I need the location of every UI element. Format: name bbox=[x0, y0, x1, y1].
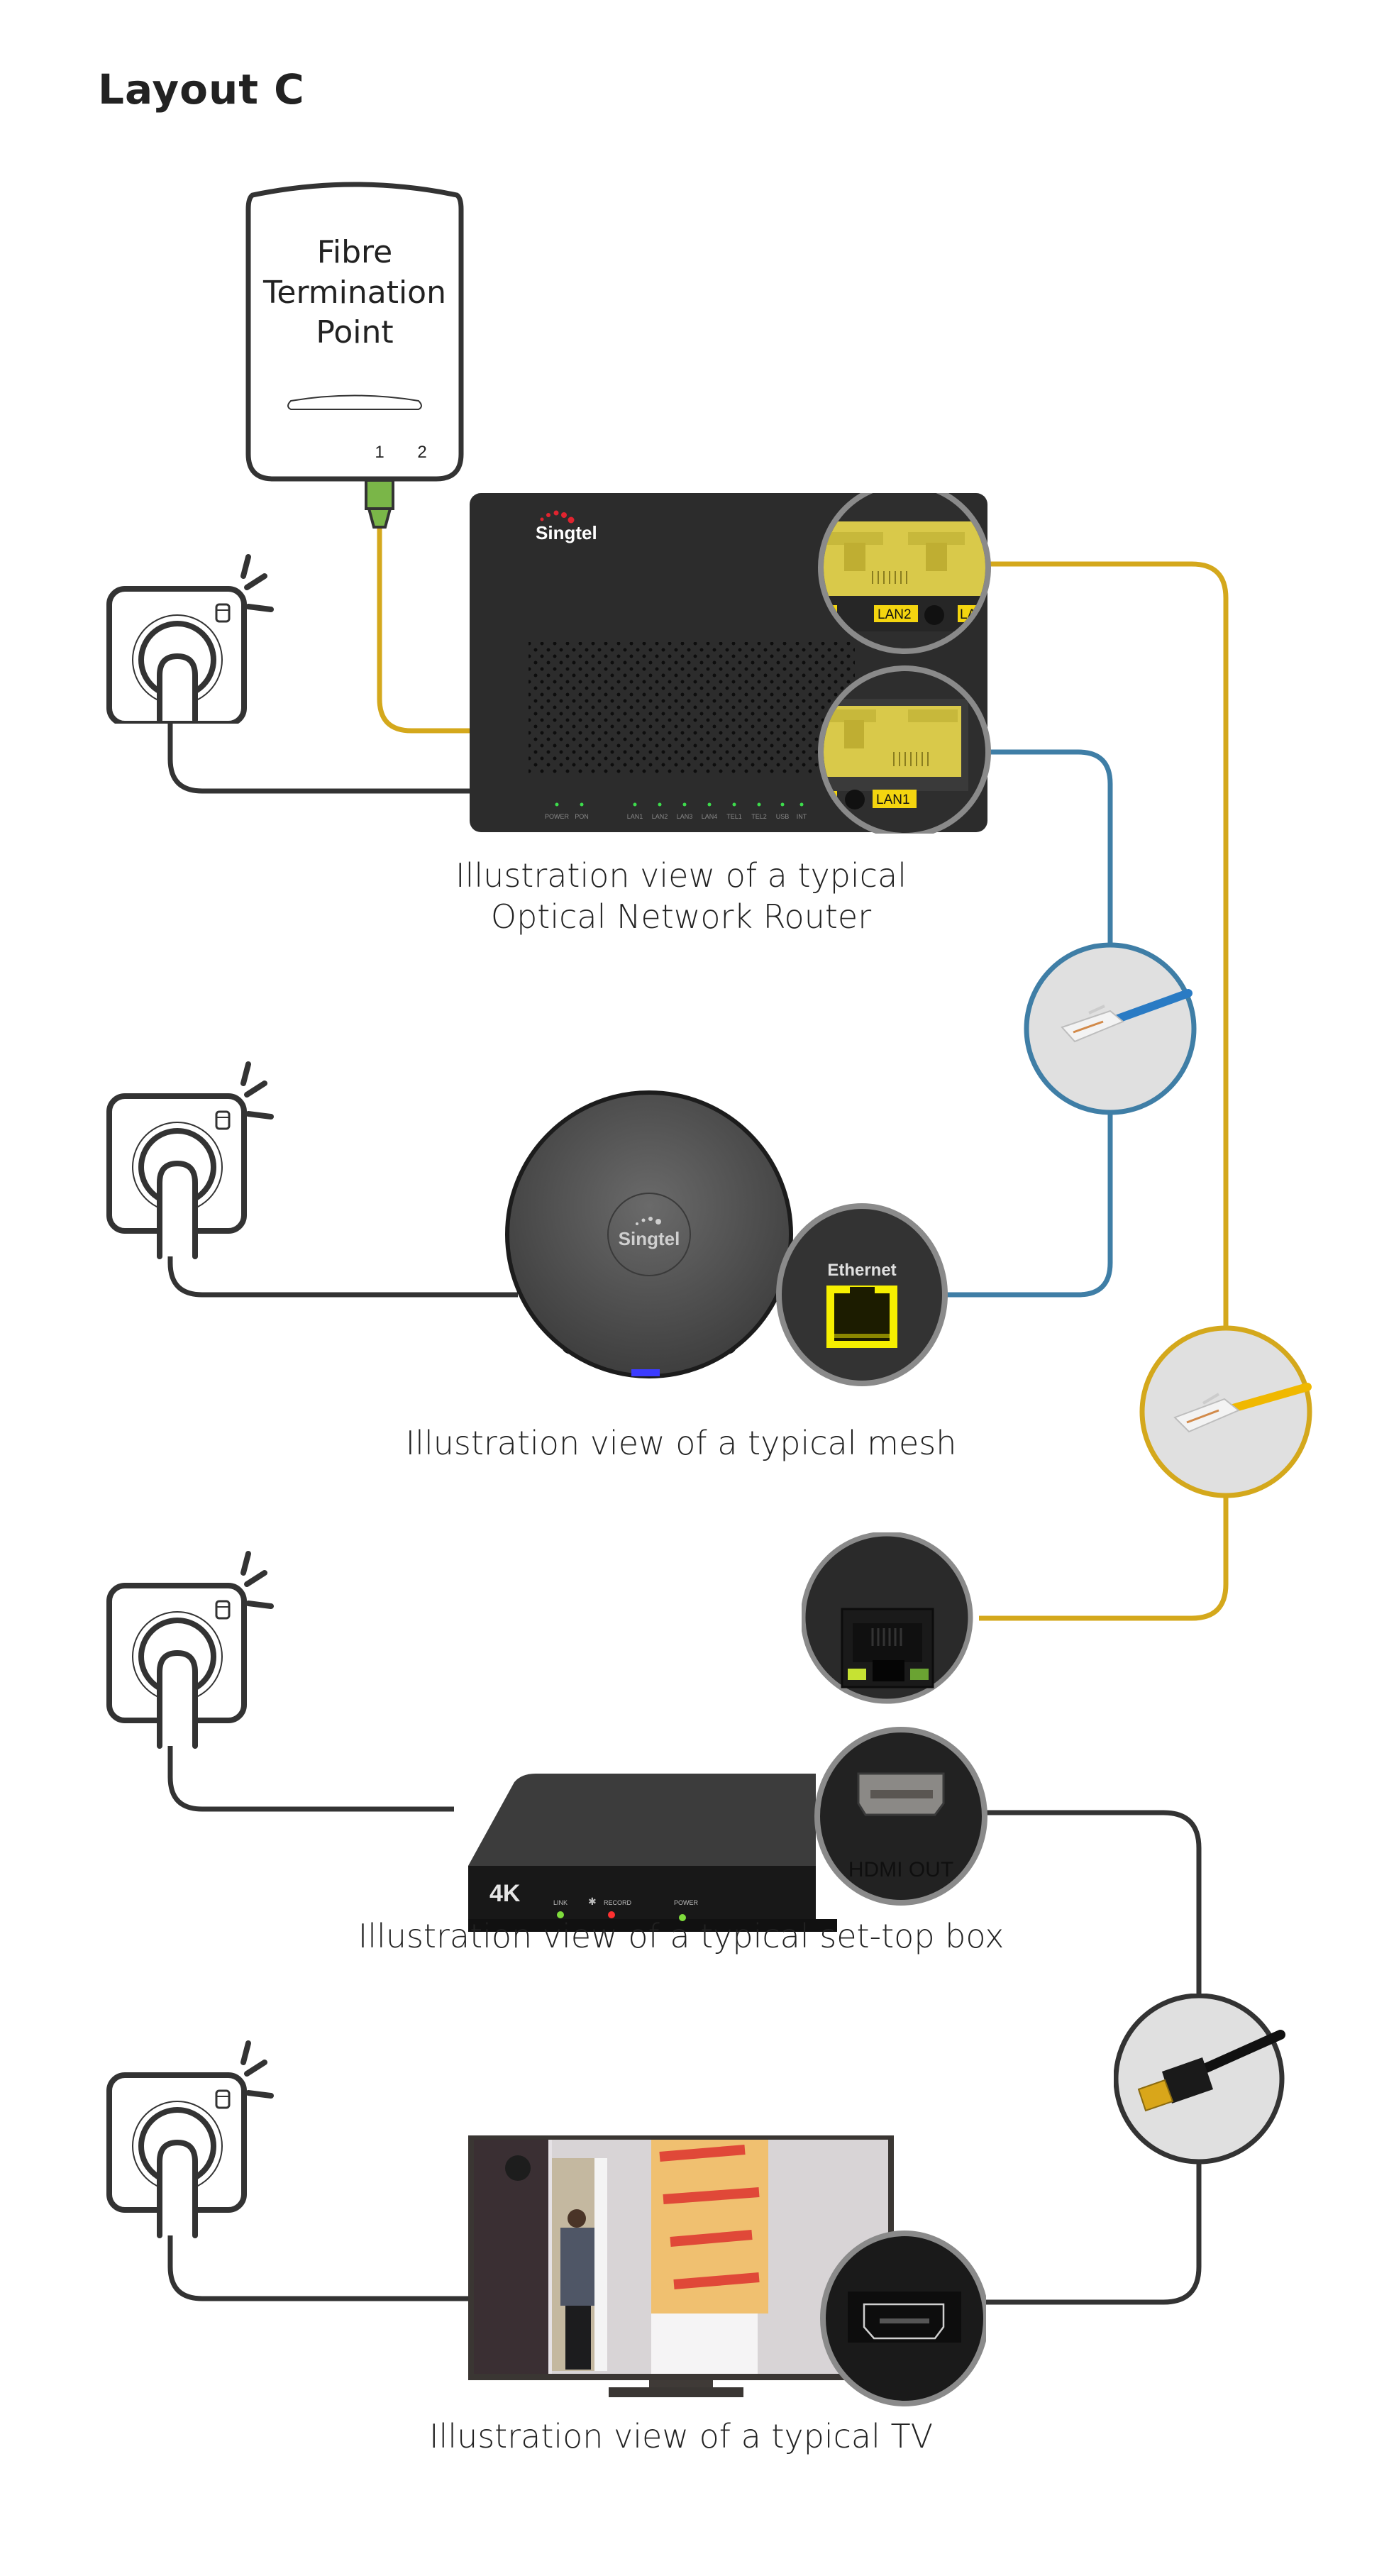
stb-4k-badge: 4K bbox=[489, 1880, 521, 1907]
router-caption-line2: Optical Network Router bbox=[490, 897, 872, 936]
router-led-label: LAN4 bbox=[702, 813, 718, 820]
page-title: Layout C bbox=[98, 65, 305, 114]
power-cable-mesh bbox=[167, 1256, 518, 1298]
ftp-label-line2: Termination bbox=[262, 275, 446, 311]
router-led-label: LAN1 bbox=[627, 813, 643, 820]
router-led-usb bbox=[780, 802, 785, 807]
ethernet-cable-yellow-icon bbox=[1139, 1325, 1312, 1498]
router-brand: Singtel bbox=[536, 522, 597, 543]
router-led-label: USB bbox=[776, 813, 790, 820]
stb-led-label-link: LINK bbox=[553, 1899, 568, 1906]
router-led-label: TEL1 bbox=[726, 813, 742, 820]
router-zoom-lan2: N3 LAN2 LA bbox=[818, 493, 991, 654]
power-socket-icon bbox=[106, 2040, 274, 2238]
singtel-logo-icon bbox=[636, 1217, 661, 1225]
router-led-panel: POWER PON LAN1 LAN2 LAN3 LAN4 TEL1 TEL2 USB INT bbox=[545, 802, 807, 820]
port-led-green-icon bbox=[910, 1669, 929, 1680]
mesh-port-label: Ethernet bbox=[827, 1261, 896, 1280]
stb-led-link bbox=[557, 1911, 564, 1918]
fibre-cable-ftp-router bbox=[377, 529, 472, 734]
set-top-box: 4K LINK ✱ RECORD POWER HDMI OUT bbox=[468, 1727, 987, 1932]
mesh-caption: Illustration view of a typical mesh bbox=[405, 1424, 957, 1462]
router-led-tel1 bbox=[732, 802, 736, 807]
hdmi-out-label: HDMI OUT bbox=[848, 1858, 953, 1881]
router-port-label-lan2: LAN2 bbox=[878, 607, 912, 622]
router-led-lan2 bbox=[658, 802, 662, 807]
ftp-slot bbox=[287, 394, 422, 410]
ftp-port-2: 2 bbox=[417, 443, 426, 462]
singtel-logo-icon bbox=[540, 510, 575, 524]
router-led-label: PON bbox=[575, 813, 589, 820]
stb-led-label-record: RECORD bbox=[604, 1899, 632, 1906]
router-port-label-lan1: LAN1 bbox=[876, 792, 910, 807]
router-led-label: POWER bbox=[545, 813, 570, 820]
router-led-lan1 bbox=[633, 802, 637, 807]
router-led-pon bbox=[580, 802, 584, 807]
power-socket-icon bbox=[106, 1551, 274, 1749]
router-led-tel2 bbox=[757, 802, 761, 807]
power-socket-icon bbox=[106, 1061, 274, 1259]
stb-zoom-hdmi-out: HDMI OUT bbox=[814, 1727, 987, 1906]
stb-caption: Illustration view of a typical set-top b… bbox=[358, 1917, 1005, 1955]
power-cable-stb bbox=[167, 1745, 454, 1812]
mesh-wifi-unit: Singtel Ethernet bbox=[505, 1090, 948, 1386]
mesh-brand: Singtel bbox=[619, 1228, 680, 1249]
hdmi-cable-icon bbox=[1114, 1994, 1285, 2165]
router-vent-grille bbox=[529, 642, 855, 773]
fibre-termination-point: Fibre Termination Point 1 2 bbox=[245, 182, 464, 529]
router-led-label: LAN2 bbox=[652, 813, 668, 820]
stb-led-label-power: POWER bbox=[674, 1899, 699, 1906]
power-cable-tv bbox=[167, 2235, 472, 2301]
router-led-label: LAN3 bbox=[677, 813, 693, 820]
tv-zoom-hdmi-port bbox=[820, 2230, 986, 2406]
stb-led-power bbox=[679, 1914, 686, 1921]
bluetooth-icon: ✱ bbox=[588, 1896, 597, 1907]
router-led-label: INT bbox=[797, 813, 807, 820]
ftp-label-line1: Fibre bbox=[317, 234, 392, 270]
router-led-lan3 bbox=[682, 802, 687, 807]
power-socket-icon bbox=[106, 554, 274, 724]
router-caption-line1: Illustration view of a typical bbox=[455, 856, 907, 895]
router-led-int bbox=[799, 802, 804, 807]
television bbox=[468, 2135, 986, 2406]
router-led-lan4 bbox=[707, 802, 712, 807]
fibre-connector-icon bbox=[365, 479, 394, 529]
ethernet-cable-yellow-path bbox=[979, 561, 1229, 1621]
clock-icon bbox=[505, 2155, 531, 2181]
stb-zoom-ethernet-port bbox=[802, 1532, 973, 1704]
router-zoom-lan1: N2 LAN1 bbox=[818, 665, 991, 834]
router-led-label: TEL2 bbox=[751, 813, 767, 820]
tv-screen bbox=[474, 2140, 888, 2374]
port-led-green-icon bbox=[848, 1669, 866, 1680]
mesh-status-led bbox=[631, 1369, 660, 1376]
tv-caption: Illustration view of a typical TV bbox=[428, 2417, 934, 2455]
router-caption: Illustration view of a typical Optical N… bbox=[397, 855, 965, 937]
router-led-power bbox=[555, 802, 559, 807]
mesh-zoom-ethernet-port: Ethernet bbox=[776, 1203, 948, 1386]
stb-led-record bbox=[608, 1911, 615, 1918]
power-cable-router bbox=[167, 717, 472, 794]
ftp-port-1: 1 bbox=[375, 443, 384, 462]
ftp-label-line3: Point bbox=[316, 314, 393, 350]
ethernet-cable-blue-icon bbox=[1024, 942, 1197, 1115]
